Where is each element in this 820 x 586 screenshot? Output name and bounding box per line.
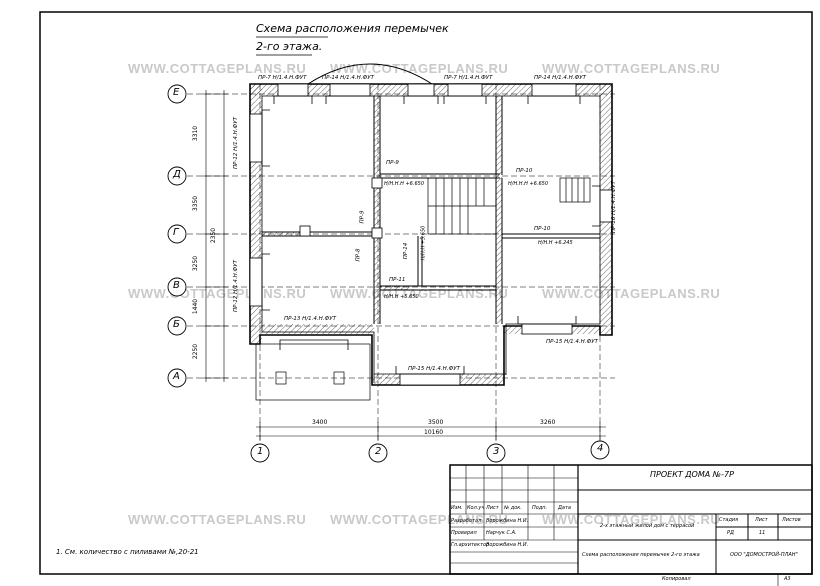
tb-col-header: Кол.уч: [467, 505, 485, 511]
bottom-dimension-chain: [256, 422, 606, 440]
axis-row-label: Б: [173, 319, 180, 330]
interior-walls: [262, 96, 600, 324]
axis-row-label: Д: [173, 169, 181, 180]
dimension-bottom: 3500: [428, 419, 444, 426]
watermark: WWW.COTTAGEPLANS.RU: [542, 61, 721, 76]
drawing-title-line1: Схема расположения перемычек: [256, 22, 449, 35]
axis-row-label: Е: [173, 87, 180, 98]
lintel-label: ПР-12 Н/1.4.Н.ФУТ: [233, 260, 239, 312]
lintel-label: ПР-11: [389, 277, 406, 283]
tb-stage-value: РД: [727, 530, 734, 536]
tb-description: 2-х этажный жилой дом с террасой: [600, 523, 695, 529]
drawing-note: 1. См. количество с пиливами №,20-21: [56, 548, 199, 556]
tb-person: Ворожбина Н.И.: [486, 518, 529, 524]
tb-copied: Копировал: [662, 576, 691, 582]
watermark: WWW.COTTAGEPLANS.RU: [542, 286, 721, 301]
lintel-label: ПР-14 Н/1.4.Н.ФУТ: [322, 75, 374, 81]
lintel-label: ПР-14: [403, 242, 410, 260]
col-axis-bubbles: [250, 440, 610, 463]
watermark: WWW.COTTAGEPLANS.RU: [542, 512, 721, 527]
axis-col-label: 3: [493, 446, 500, 457]
lintel-brackets: [261, 95, 601, 375]
tb-col-header: № док.: [504, 505, 522, 511]
dimension-left: 1440: [192, 298, 200, 315]
lintel-label: ПР-16 Н/1.4.Н.ФУТ: [611, 181, 617, 233]
row-axis-bubbles: [167, 84, 187, 388]
sheet-frame: [39, 11, 813, 575]
tb-person: Ворожбина Н.И.: [486, 542, 529, 548]
lintel-label: ПР-9: [386, 160, 399, 166]
axis-col-label: 1: [257, 446, 264, 457]
watermark: WWW.COTTAGEPLANS.RU: [330, 61, 509, 76]
tb-organization: ООО "ДОМОСТРОЙ-ПЛАН": [730, 552, 798, 558]
lintel-label: ПР-9: [359, 210, 366, 224]
tb-stage-header: Стадия: [719, 517, 739, 523]
dimension-left: 3250: [192, 255, 200, 272]
window-openings: [249, 83, 613, 386]
tb-project-title: ПРОЕКТ ДОМА №-7Р: [650, 470, 734, 479]
dimension-left: 3350: [192, 195, 200, 212]
dimension-left: 2250: [192, 343, 200, 360]
lintel-label: ПР-10: [534, 226, 551, 232]
tb-role: Гл.архитектор: [451, 542, 490, 548]
tb-sheet-title: Схема расположения перемычек 2-го этажа: [582, 552, 700, 558]
balcony: [255, 343, 371, 401]
left-dimension-chain: [202, 90, 228, 382]
elevation-mark: Н/Н.Н.Н +6.650: [508, 181, 548, 187]
title-block: [449, 464, 813, 575]
tb-col-header: Лист: [486, 505, 499, 511]
axis-row-label: В: [173, 280, 180, 291]
lintel-label: ПР-15 Н/1.4.Н.ФУТ: [408, 366, 460, 372]
elevation-mark: Н/Н.Н +5.650: [420, 225, 427, 261]
watermark: WWW.COTTAGEPLANS.RU: [128, 61, 307, 76]
tb-sheet-header: Лист: [755, 517, 768, 523]
elevation-mark: Н/Н.Н +5.650: [384, 294, 419, 300]
tb-format: А3: [784, 576, 791, 582]
tb-col-header: Подп.: [532, 505, 548, 511]
lintel-label: ПР-8: [355, 248, 362, 262]
elevation-mark: Н/Н.Н.Н +6.650: [384, 181, 424, 187]
lintel-label: ПР-12 Н/1.4.Н.ФУТ: [233, 117, 239, 169]
watermark: WWW.COTTAGEPLANS.RU: [330, 512, 509, 527]
axis-row-label: А: [173, 371, 180, 382]
lintel-label: ПР-7 Н/1.4.Н.ФУТ: [258, 75, 307, 81]
lintel-label: ПР-15 Н/1.4.Н.ФУТ: [546, 339, 598, 345]
tb-role: Разработал: [451, 518, 482, 524]
dimension-bottom: 3400: [312, 419, 328, 426]
lintel-label: ПР-14 Н/1.4.Н.ФУТ: [534, 75, 586, 81]
dimension-left: 2350: [210, 227, 218, 244]
lintel-label: ПР-13 Н/1.4.Н.ФУТ: [284, 316, 336, 322]
lintel-label: ПР-10: [516, 168, 533, 174]
axis-col-label: 4: [597, 443, 604, 454]
tb-col-header: Изм.: [451, 505, 463, 511]
tb-person: Нарчук С.А.: [486, 530, 517, 536]
tb-role: Проверил: [451, 530, 477, 536]
elevation-mark: Н/Н.Н +6.245: [538, 240, 573, 246]
tb-sheets-header: Листов: [782, 517, 801, 523]
lintel-label: ПР-7 Н/1.4.Н.ФУТ: [444, 75, 493, 81]
axis-col-label: 2: [375, 446, 382, 457]
dimension-total: 10160: [424, 429, 444, 436]
tb-col-header: Дата: [558, 505, 571, 511]
dimension-left: 3310: [192, 125, 200, 142]
tb-sheet-value: 11: [759, 530, 766, 536]
axis-row-label: Г: [173, 227, 179, 238]
dimension-bottom: 3260: [540, 419, 556, 426]
watermark: WWW.COTTAGEPLANS.RU: [128, 512, 307, 527]
drawing-title-line2: 2-го этажа.: [256, 40, 323, 53]
stairs: [427, 177, 591, 235]
